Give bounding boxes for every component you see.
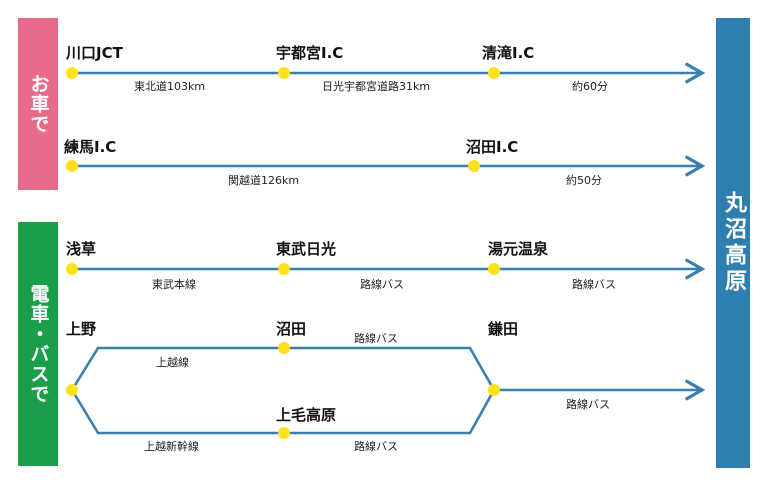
station-jomo-kogen: 上毛高原 bbox=[276, 406, 337, 424]
station-numata-ic: 沼田I.C bbox=[466, 138, 519, 156]
station-yumoto-onsen: 湯元温泉 bbox=[488, 240, 549, 258]
station-dot-asakusa bbox=[66, 263, 78, 275]
car-section-label: お車で bbox=[18, 18, 58, 190]
station-nerima-ic: 練馬I.C bbox=[64, 138, 117, 156]
station-dot-nerima bbox=[66, 160, 78, 172]
segment-time-50min: 約50分 bbox=[566, 174, 602, 187]
station-dot-yumoto bbox=[488, 263, 500, 275]
station-dot-numata bbox=[278, 342, 290, 354]
station-dot-ueno bbox=[66, 384, 78, 396]
segment-tohoku-expressway: 東北道103km bbox=[134, 80, 206, 93]
station-numata: 沼田 bbox=[276, 320, 307, 338]
segment-time-60min: 約60分 bbox=[572, 80, 608, 93]
station-tobu-nikko: 東武日光 bbox=[276, 240, 337, 258]
segment-nikko-utsunomiya-road: 日光宇都宮道路31km bbox=[322, 80, 431, 93]
station-dot-numata-ic bbox=[468, 160, 480, 172]
segment-joetsu-shinkansen: 上越新幹線 bbox=[144, 440, 199, 453]
station-dot-kamata bbox=[488, 384, 500, 396]
segment-joetsu-line: 上越線 bbox=[156, 356, 189, 369]
segment-tobu-line: 東武本線 bbox=[152, 278, 196, 291]
station-dot-tobu-nikko bbox=[278, 263, 290, 275]
station-kamata: 鎌田 bbox=[488, 320, 519, 338]
segment-bus-final: 路線バス bbox=[566, 398, 610, 411]
station-utsunomiya-ic: 宇都宮I.C bbox=[276, 44, 344, 62]
segment-bus-2: 路線バス bbox=[572, 278, 616, 291]
segment-bus-upper: 路線バス bbox=[354, 332, 398, 345]
station-ueno: 上野 bbox=[66, 320, 97, 338]
train-bus-section-label: 電車・バスで bbox=[18, 222, 58, 466]
car-label-text: お車で bbox=[27, 74, 50, 134]
station-asakusa: 浅草 bbox=[66, 240, 97, 258]
segment-bus-1: 路線バス bbox=[360, 278, 404, 291]
segment-bus-lower: 路線バス bbox=[354, 440, 398, 453]
train-route-2-upper-line bbox=[70, 346, 496, 391]
station-dot-utsunomiya bbox=[278, 67, 290, 79]
station-dot-kiyotaki bbox=[488, 67, 500, 79]
station-dot-jomo-kogen bbox=[278, 427, 290, 439]
segment-kanetsu-expressway: 関越道126km bbox=[228, 174, 300, 187]
station-kiyotaki-ic: 清滝I.C bbox=[482, 44, 535, 62]
train-label-text: 電車・バスで bbox=[27, 284, 50, 404]
destination-panel: 丸沼高原 bbox=[716, 18, 750, 468]
destination-text: 丸沼高原 bbox=[721, 191, 746, 295]
station-dot-kawaguchi bbox=[66, 67, 78, 79]
station-kawaguchi-jct: 川口JCT bbox=[66, 44, 123, 62]
